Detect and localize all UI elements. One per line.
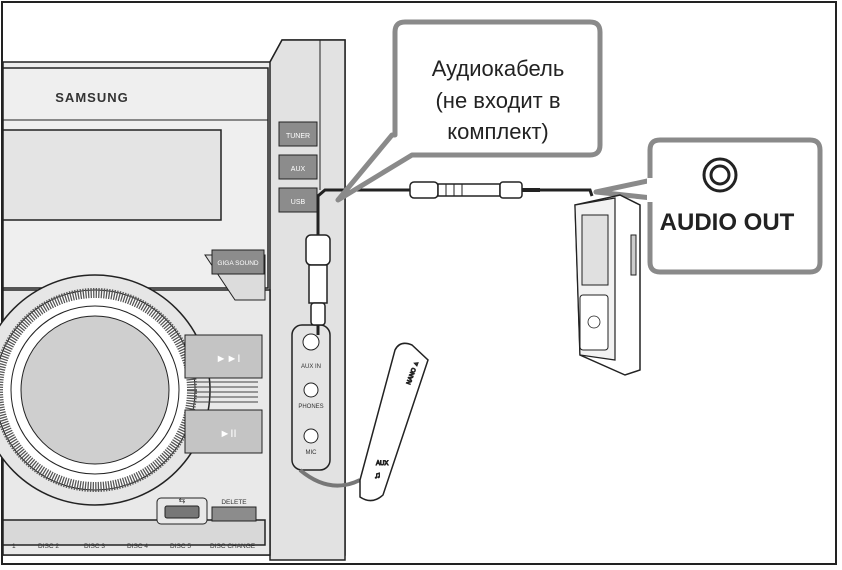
volume-knob xyxy=(0,274,211,506)
usb-label: USB xyxy=(291,199,306,206)
disc-label-1: 1 xyxy=(12,543,16,550)
disc-label-3: DISC 3 xyxy=(84,543,105,550)
cable-callout: Аудиокабель (не входит в комплект) xyxy=(335,19,603,203)
headphone-icon: ♫ xyxy=(374,470,381,480)
disc-label-2: DISC 2 xyxy=(38,543,59,550)
usb-slot xyxy=(164,505,200,519)
giga-sound-label: GIGA SOUND xyxy=(217,260,258,267)
mp3-player xyxy=(574,194,641,376)
remote-aux-label: AUX xyxy=(376,461,388,467)
aux-in-label: AUX IN xyxy=(301,364,321,370)
next-button[interactable] xyxy=(184,334,263,379)
side-buttons: TUNER AUX USB GIGA SOUND xyxy=(211,121,318,275)
mp3-control-pad xyxy=(579,294,609,351)
phones-label: PHONES xyxy=(298,404,323,410)
audio-out-callout: AUDIO OUT xyxy=(593,137,823,275)
play-pause-icon: ►II xyxy=(220,428,237,440)
mp3-screen xyxy=(581,214,609,286)
disc-label-5: DISC 5 xyxy=(170,543,191,550)
mic-jack[interactable] xyxy=(303,428,319,444)
disc-labels: 1 DISC 2 DISC 3 DISC 4 DISC 5 DISC CHANG… xyxy=(12,543,256,550)
play-pause-button[interactable] xyxy=(184,409,263,454)
mic-label: MIC xyxy=(306,450,318,456)
brand-logo: SAMSUNG xyxy=(55,90,128,105)
usb-icon: ⇆ xyxy=(179,496,186,505)
next-icon: ►►I xyxy=(216,353,241,365)
callout-line-1: Аудиокабель xyxy=(432,56,565,81)
transport-buttons: ►►I ►II xyxy=(184,334,263,454)
giga-sound-button[interactable] xyxy=(211,249,265,275)
phones-jack[interactable] xyxy=(303,382,319,398)
audio-cable xyxy=(305,181,594,335)
tuner-label: TUNER xyxy=(286,133,310,140)
callout-line-3: комплект) xyxy=(447,119,549,144)
jack-panel: AUX IN PHONES MIC xyxy=(291,324,331,471)
aux-button[interactable] xyxy=(278,154,318,180)
disc-change-label: DISC CHANGE xyxy=(210,543,256,550)
delete-label: DELETE xyxy=(221,499,247,506)
audio-out-label: AUDIO OUT xyxy=(660,209,795,236)
callout-line-2: (не входит в xyxy=(435,88,560,113)
remote-control: NANO ▲ AUX ♫ xyxy=(298,342,429,502)
aux-label: AUX xyxy=(291,166,306,173)
aux-in-jack[interactable] xyxy=(302,333,320,351)
delete-button[interactable] xyxy=(211,506,257,522)
disc-label-4: DISC 4 xyxy=(127,543,148,550)
tuner-button[interactable] xyxy=(278,121,318,147)
